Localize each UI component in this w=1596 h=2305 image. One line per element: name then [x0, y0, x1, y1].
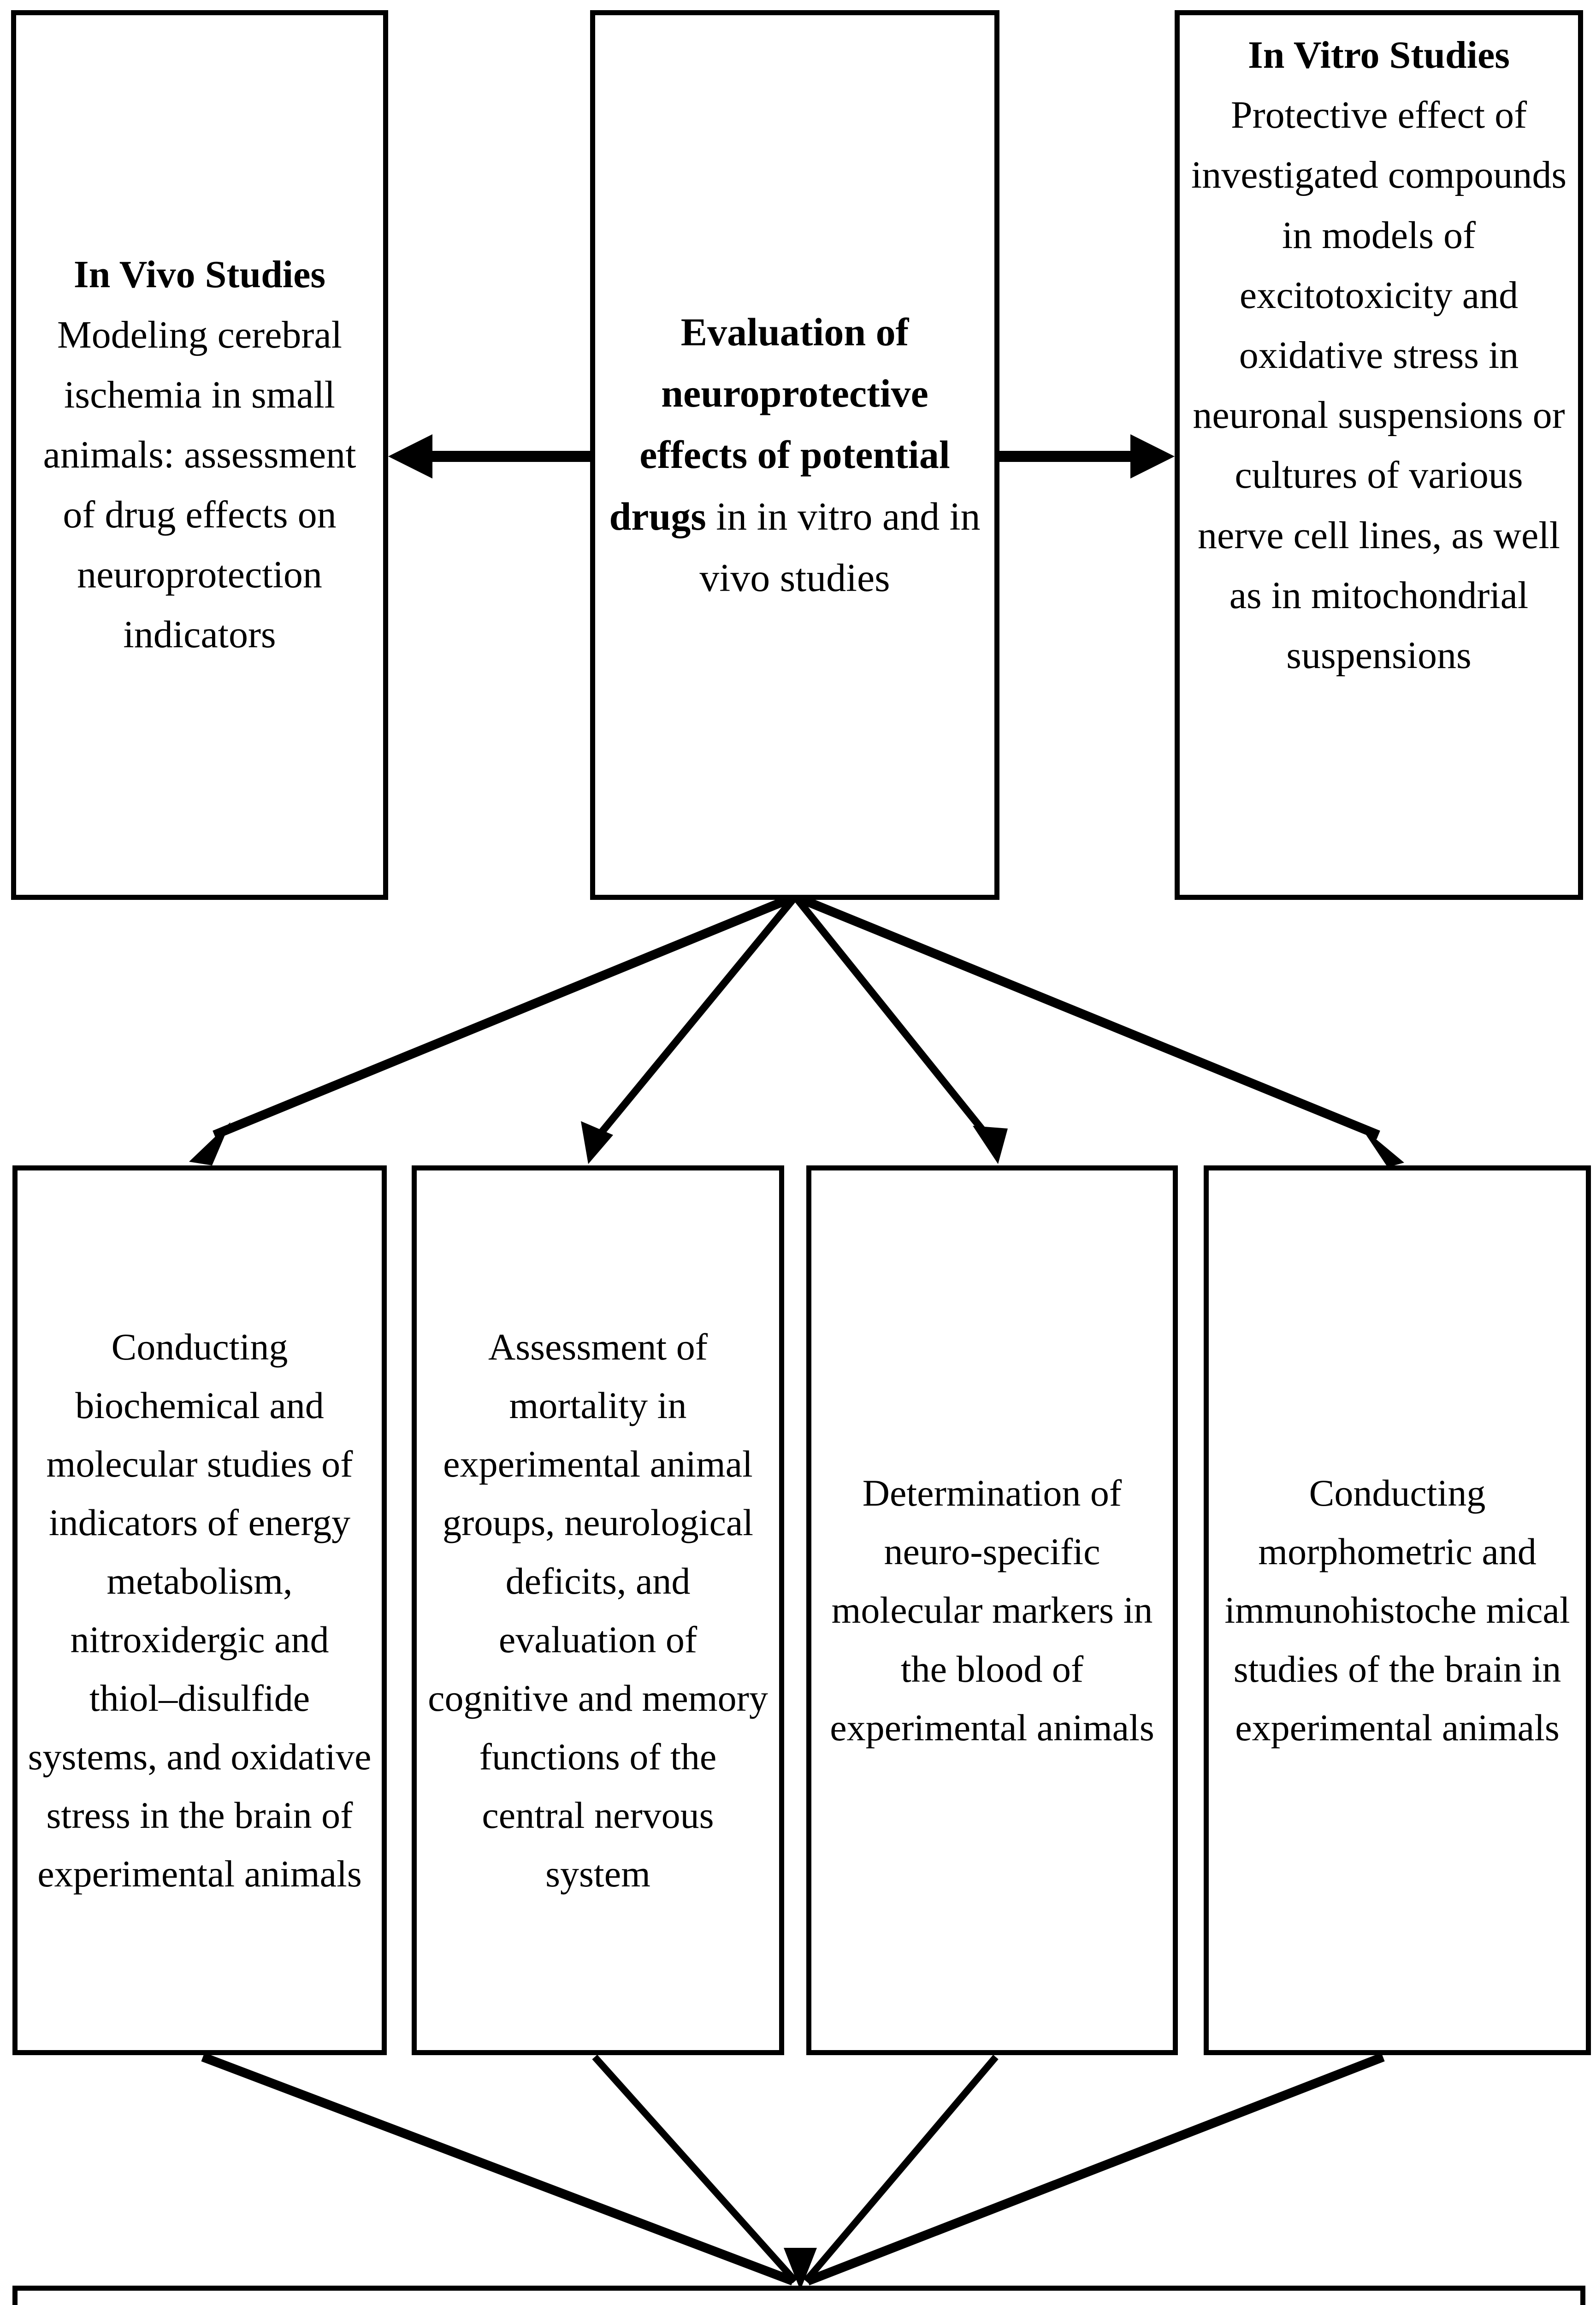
node-central-regular: in in vitro and in vivo studies [699, 494, 981, 600]
arrow-converge-from-morphometric [806, 2052, 1385, 2286]
node-in-vitro-body: Protective effect of investigated compou… [1191, 94, 1567, 677]
arrow-left-to-in-vivo [388, 434, 591, 479]
arrow-fanout-to-biochemical [189, 892, 797, 1165]
arrow-converge-from-markers [803, 2055, 999, 2283]
arrowhead-into-conclusion [784, 2248, 817, 2290]
node-mortality-assessment[interactable]: Assessment of mortality in experimental … [412, 1165, 784, 2055]
node-conclusion[interactable]: Comprehensive evaluation of the neuropro… [12, 2286, 1585, 2305]
node-central-text: Evaluation of neuroprotective effects of… [595, 301, 994, 609]
arrow-fanout-to-morphometric [793, 892, 1404, 1167]
arrow-fanout-to-markers [792, 894, 1008, 1164]
node-in-vivo-heading: In Vivo Studies [73, 253, 326, 296]
node-morphometric-studies[interactable]: Conducting morphometric and immunohistoc… [1204, 1165, 1591, 2055]
node-biochemical-text: Conducting biochemical and molecular stu… [28, 1325, 372, 1895]
node-in-vitro-heading: In Vitro Studies [1248, 34, 1510, 77]
node-markers-text: Determination of neuro-specific molecula… [830, 1472, 1154, 1749]
arrow-right-to-in-vitro [999, 434, 1175, 479]
node-central-evaluation[interactable]: Evaluation of neuroprotective effects of… [590, 10, 999, 900]
node-in-vivo-body: Modeling cerebral ischemia in small anim… [43, 313, 356, 656]
node-molecular-markers[interactable]: Determination of neuro-specific molecula… [806, 1165, 1178, 2055]
node-mortality-text: Assessment of mortality in experimental … [428, 1325, 768, 1895]
arrow-fanout-to-mortality [581, 894, 798, 1164]
node-biochemical-studies[interactable]: Conducting biochemical and molecular stu… [12, 1165, 387, 2055]
node-morphometric-text: Conducting morphometric and immunohistoc… [1224, 1472, 1570, 1749]
arrow-converge-from-mortality [592, 2054, 798, 2284]
arrow-converge-from-biochemical [201, 2052, 795, 2286]
node-central-bold: Evaluation of neuroprotective effects of… [609, 309, 950, 538]
